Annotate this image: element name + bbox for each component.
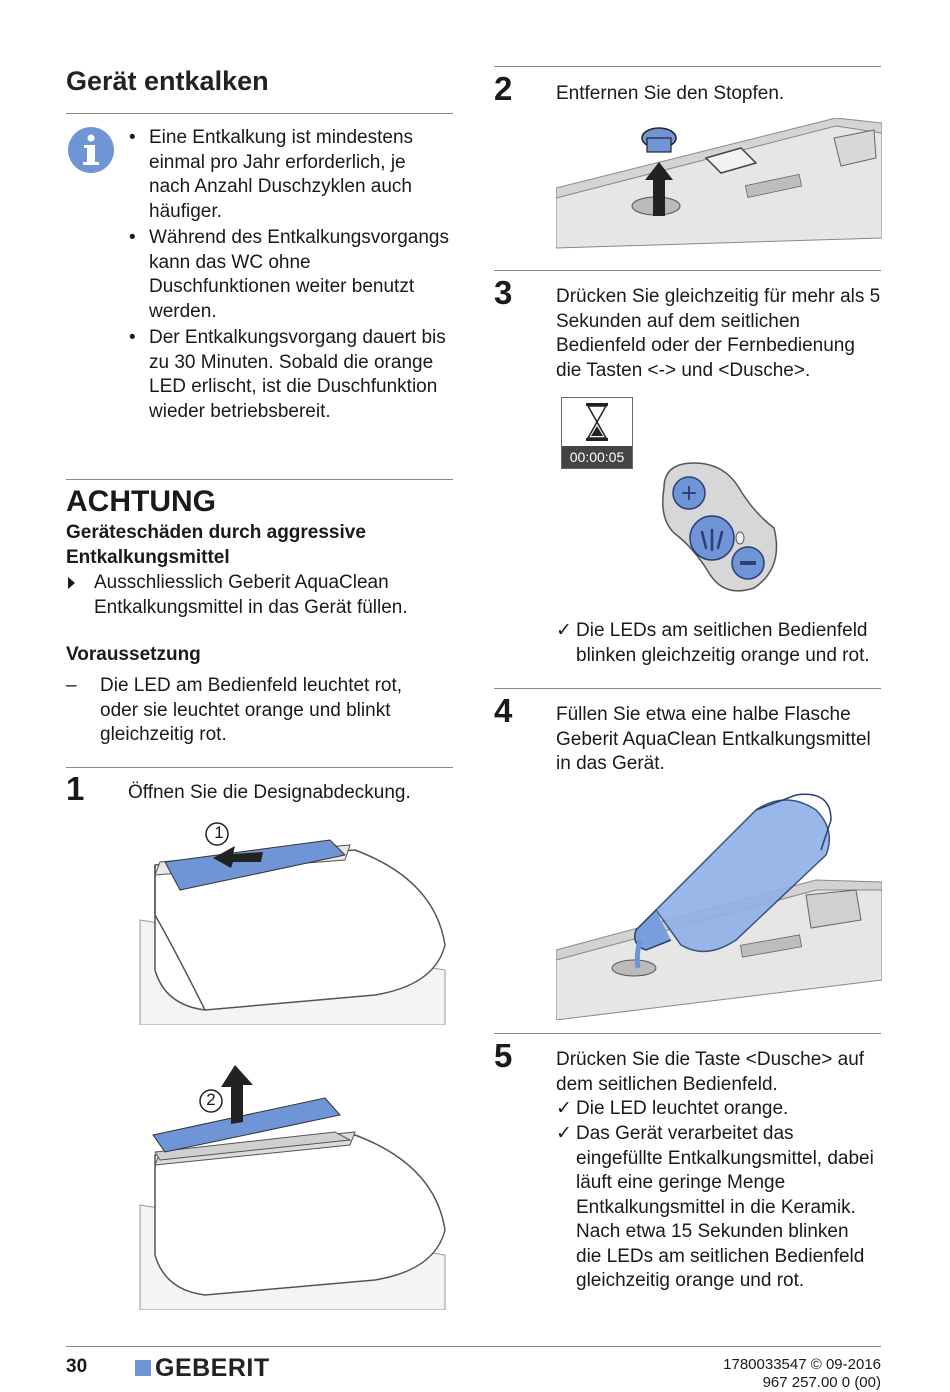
step3-result-check: ✓ [556,620,572,641]
timer-readout: 00:00:05 [562,446,632,468]
step2-text: Entfernen Sie den Stopfen. [556,83,785,104]
step5-result-check: ✓ [556,1098,572,1119]
callout-b: 2 [206,1090,216,1109]
info-bullet: Der Entkalkungsvorgang dauert bis zu 30 … [129,326,449,424]
brand-logo: GEBERIT [155,1354,270,1382]
step1-number: 1 [66,770,85,807]
document-code-line: 967 257.00 0 (00) [762,1374,881,1391]
callout-circle [205,822,229,846]
warning-action: Ausschliesslich Geberit AquaClean Entkal… [94,572,408,618]
step4-text: Füllen Sie etwa eine halbe Flasche Geber… [556,704,871,774]
document-code: 1780033547 © 09-2016 967 257.00 0 (00) [723,1356,881,1392]
page-number: 30 [66,1356,88,1377]
warning-subheading-line: Entkalkungsmittel [66,546,230,568]
plug-removal-illustration [556,118,882,249]
control-panel-illustration: + [662,462,778,592]
toilet-lid-illustration [139,822,446,1025]
callout-a: 1 [214,823,224,842]
warning-heading: ACHTUNG [66,485,216,518]
svg-text:+: + [680,481,698,506]
precondition-text: Die LED am Bedienfeld leuchtet rot, oder… [100,675,403,745]
page-title: Gerät entkalken [66,66,269,96]
step3-rule [494,270,881,271]
step1-rule [66,767,453,768]
precondition-heading: Voraussetzung [66,644,201,665]
step5-text: Drücken Sie die Taste <Dusche> auf dem s… [556,1049,865,1095]
callout-circle [199,1089,223,1113]
step5-rule [494,1033,881,1034]
step2-number: 2 [494,70,513,107]
toilet-cover-removed-illustration [139,1065,446,1310]
warning-subheading: Geräteschäden durch aggressive Entkalkun… [66,521,456,570]
title-rule [66,113,453,114]
step5-result: Die LED leuchtet orange. [576,1098,789,1119]
step3-text: Drücken Sie gleichzeitig für mehr als 5 … [556,286,881,381]
precondition-dash: – [66,675,77,696]
hourglass-icon [586,403,608,441]
info-bullet-list: Eine Entkalkung ist mindestens einmal pr… [129,126,449,426]
triangle-right-icon [68,577,75,589]
step5-result: Das Gerät verarbeitet das eingefüllte En… [576,1123,874,1291]
document-code-line: 1780033547 © 09-2016 [723,1356,881,1373]
step4-rule [494,688,881,689]
step1-text: Öffnen Sie die Designabdeckung. [128,782,411,803]
info-rule [66,479,453,480]
step5-number: 5 [494,1037,513,1074]
info-bullet: Während des Entkalkungsvorgangs kann das… [129,226,449,324]
brand-square-icon [135,1360,151,1376]
step4-number: 4 [494,692,513,729]
step5-result-check: ✓ [556,1123,572,1144]
step3-number: 3 [494,274,513,311]
step2-rule [494,66,881,67]
footer-rule [66,1346,881,1347]
info-icon [68,127,114,173]
plus-button-icon [672,476,706,510]
warning-subheading-line: Geräteschäden durch aggressive [66,522,366,543]
timer-box: 00:00:05 [561,397,633,469]
bottle-pouring-illustration [556,793,882,1020]
info-bullet: Eine Entkalkung ist mindestens einmal pr… [129,126,449,224]
step3-result: Die LEDs am seitlichen Bedienfeld blinke… [576,620,870,666]
